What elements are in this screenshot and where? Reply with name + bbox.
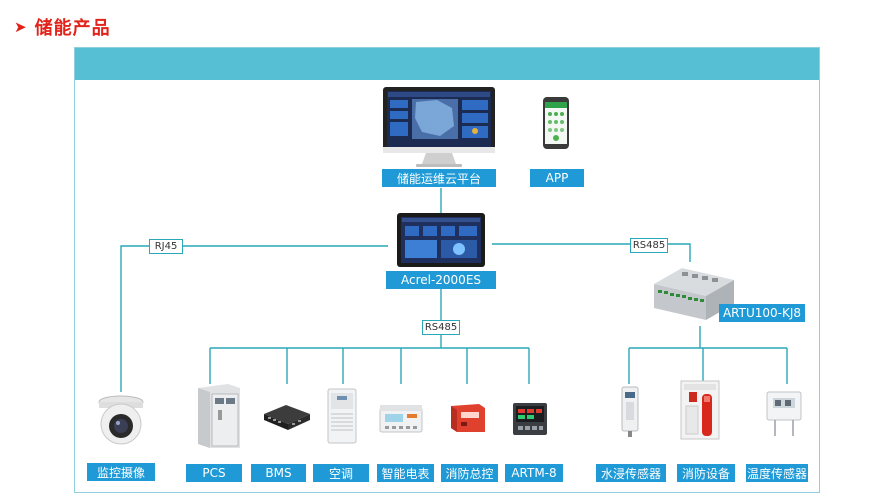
- rs485-right-tag: RS485: [630, 238, 668, 253]
- bms-unit-icon: [264, 405, 310, 430]
- platform-label: 储能运维云平台: [382, 169, 496, 187]
- app-label: APP: [530, 169, 584, 187]
- line-gateway-artu: [492, 243, 691, 262]
- diagram-frame: [74, 47, 820, 493]
- pcs-label: PCS: [186, 464, 242, 482]
- artm-device-icon: [513, 403, 547, 435]
- air-conditioner-icon: [327, 388, 357, 444]
- phone-icon: [543, 97, 569, 149]
- gateway-screen-icon: [397, 213, 485, 267]
- fire-control-panel-icon: [451, 404, 485, 432]
- temp-sensor-label: 温度传感器: [746, 464, 808, 482]
- rs485-down-tag: RS485: [422, 320, 460, 335]
- pcs-cabinet-icon: [198, 384, 240, 448]
- camera-icon: [98, 395, 144, 445]
- fire-equipment-icon: [680, 380, 720, 440]
- fire-panel-label: 消防总控: [441, 464, 498, 482]
- fire-equipment-label: 消防设备: [677, 464, 735, 482]
- artm-label: ARTM-8: [505, 464, 563, 482]
- artu-label: ARTU100-KJ8: [719, 304, 805, 322]
- monitor-icon: [383, 87, 495, 167]
- line-gateway-camera: [120, 245, 388, 392]
- rj45-tag: RJ45: [149, 239, 183, 254]
- frame-header-bar: [75, 48, 819, 80]
- triangle-arrow-icon: ➤: [14, 17, 27, 36]
- gateway-label: Acrel-2000ES: [386, 271, 496, 289]
- temperature-sensor-icon: [766, 391, 802, 436]
- camera-label: 监控摄像: [87, 463, 155, 481]
- water-sensor-label: 水浸传感器: [596, 464, 666, 482]
- smart-meter-icon: [379, 405, 423, 433]
- meter-label: 智能电表: [377, 464, 434, 482]
- ac-label: 空调: [313, 464, 369, 482]
- artu-module-icon: [654, 268, 734, 320]
- section-title-text: 储能产品: [34, 18, 111, 39]
- water-sensor-icon: [621, 386, 639, 437]
- section-title: ➤ 储能产品: [14, 14, 111, 40]
- bms-label: BMS: [251, 464, 306, 482]
